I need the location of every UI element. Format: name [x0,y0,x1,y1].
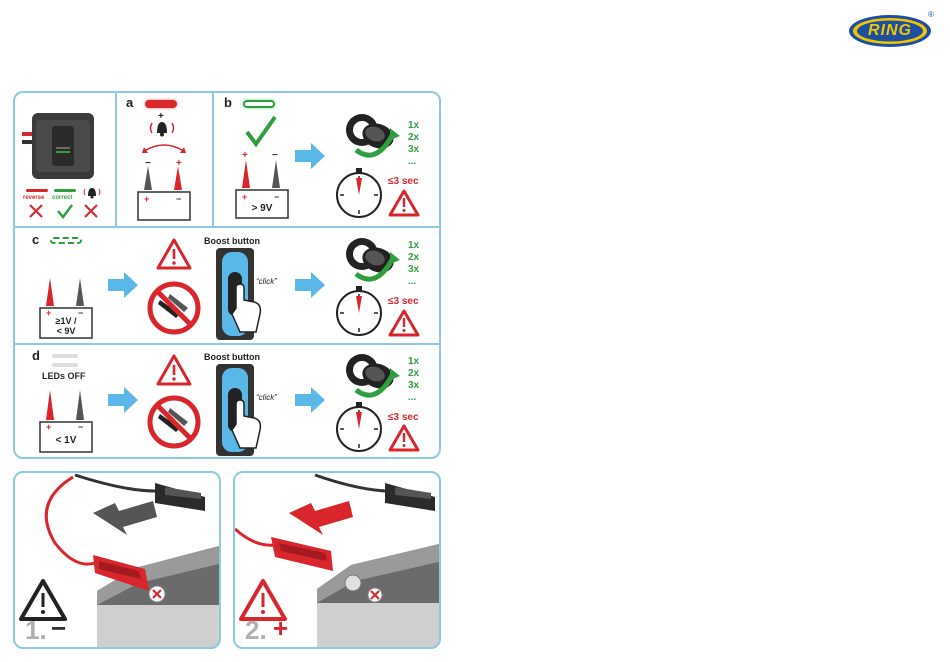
check-icon [244,114,278,148]
warning-icon [388,189,420,217]
divider-vertical-1 [115,93,117,226]
warning-icon [156,354,192,386]
led-off-indicator-2 [52,363,78,367]
legend-reverse: reverse [25,189,49,219]
svg-text:+: + [46,422,51,432]
no-short-circuit-icon [146,280,202,336]
logo-text: RING [848,22,932,40]
legend-alarm [80,185,104,219]
warning-icon [156,238,192,270]
clamps-battery-d: + − < 1V [36,388,96,454]
svg-text:−: − [272,150,278,161]
ignition-key-icon [342,348,404,404]
step1-number: 1. [25,615,47,646]
check-icon [56,203,74,219]
svg-text:+: + [158,111,164,122]
time-limit-label: ≤3 sec [388,296,419,307]
legend-reverse-label: reverse [23,195,44,201]
divider-vertical-2 [212,93,214,226]
ignition-key-icon [342,108,404,164]
svg-text:+: + [242,150,248,161]
crank-count-list: 1x 2x 3x ... [408,120,419,168]
ignition-key-icon [342,232,404,288]
legend-correct-label: correct [52,195,72,201]
cross-icon [28,203,44,219]
step2-sign: + [273,613,288,644]
no-short-circuit-icon [146,394,202,450]
battery-voltage-label: < 1V [40,435,92,446]
correct-clamps-battery: + − + − > 9V [232,150,292,222]
stopwatch-icon [332,400,386,454]
led-off-indicator-1 [52,354,78,358]
section-d-letter: d [32,348,40,363]
led-green-indicator [243,100,275,108]
step1-panel: 1. − [13,471,221,649]
arrow-right-icon [295,143,325,169]
arrow-right-icon [295,272,325,298]
crank-count-list: 1x 2x 3x ... [408,240,419,288]
battery-voltage-label: > 9V [236,203,288,214]
divider-horizontal-2 [15,343,439,345]
time-limit-label: ≤3 sec [388,176,419,187]
warning-icon [388,309,420,337]
section-b-letter: b [224,95,232,110]
crank-count-list: 1x 2x 3x ... [408,356,419,404]
step2-panel: 2. + [233,471,441,649]
arrow-right-icon [108,272,138,298]
time-limit-label: ≤3 sec [388,412,419,423]
leds-off-label: LEDs OFF [42,371,86,381]
svg-text:−: − [274,192,279,202]
svg-text:+: + [144,194,149,204]
cross-icon [83,203,99,219]
stopwatch-icon [332,284,386,338]
warning-icon [388,424,420,452]
clamps-battery-c: + − ≥1V / < 9V [36,276,96,340]
stopwatch-icon [332,166,386,220]
section-a-letter: a [126,95,133,110]
led-red-indicator [145,100,177,108]
charger-device-illustration [22,108,102,183]
svg-text:+: + [176,158,182,169]
brand-logo: RING ® [848,14,932,48]
bell-icon [82,185,102,199]
alarm-bell-icon: + [146,111,178,137]
battery-voltage-line1: ≥1V / [40,316,92,326]
registered-mark: ® [928,10,934,19]
click-text: “click” [256,277,277,286]
svg-text:−: − [78,422,83,432]
step1-sign: − [51,613,66,644]
led-green-flashing-indicator [50,237,82,244]
boost-button-title: Boost button [204,236,260,246]
legend-correct: correct [52,189,78,219]
battery-voltage-line2: < 9V [40,326,92,336]
reversed-clamps-battery: − + + − [134,138,194,223]
click-text: “click” [256,393,277,402]
boost-button-title: Boost button [204,352,260,362]
boost-button-illustration [214,248,264,340]
svg-text:+: + [242,192,247,202]
step2-number: 2. [245,615,267,646]
section-c-letter: c [32,232,39,247]
svg-text:−: − [176,194,181,204]
boost-button-illustration [214,364,264,456]
arrow-right-icon [295,387,325,413]
arrow-right-icon [108,387,138,413]
divider-horizontal-1 [15,226,439,228]
